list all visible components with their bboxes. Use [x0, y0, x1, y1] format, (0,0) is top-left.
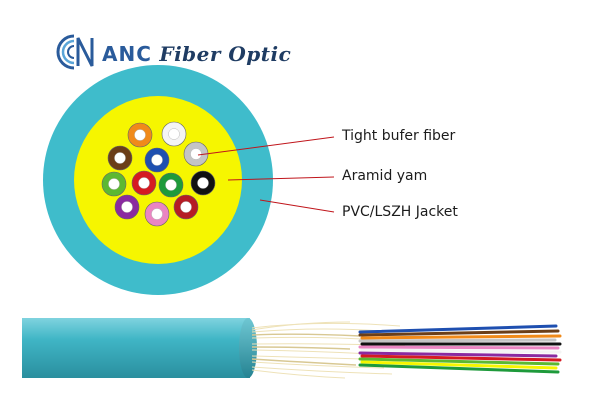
logo-mark-text: ANC	[102, 42, 152, 66]
callout-aramid: Aramid yam	[342, 168, 428, 184]
logo-name-text: Fiber Optic	[159, 42, 292, 66]
fiber-core-2	[114, 152, 126, 164]
logo-icon	[56, 34, 94, 70]
fiber-core-10	[151, 208, 163, 220]
leader-line-aramid	[227, 176, 335, 181]
fiber-core-6	[138, 177, 150, 189]
aramid-strands-shade	[251, 333, 361, 366]
fiber-core-7	[165, 179, 177, 191]
cable-jacket-body	[22, 318, 250, 378]
fiber-core-8	[197, 177, 209, 189]
fiber-strands	[358, 324, 562, 374]
fiber-core-9	[121, 201, 133, 213]
fiber-bundle	[101, 121, 216, 227]
aramid-yarn-layer	[74, 96, 242, 264]
fiber-core-4	[190, 148, 202, 160]
fiber-core-1	[168, 128, 180, 140]
callout-tight-buffer: Tight bufer fiber	[342, 128, 456, 144]
fiber-core-5	[108, 178, 120, 190]
leader-line-fiber	[197, 136, 335, 156]
fiber-core-3	[151, 154, 163, 166]
leader-line-jacket	[259, 199, 335, 213]
logo-wordmark: ANC Fiber Optic	[102, 42, 291, 66]
fiber-core-0	[134, 129, 146, 141]
fiber-core-11	[180, 201, 192, 213]
cable-jacket-end	[239, 318, 257, 378]
callout-jacket: PVC/LSZH Jacket	[342, 204, 458, 220]
